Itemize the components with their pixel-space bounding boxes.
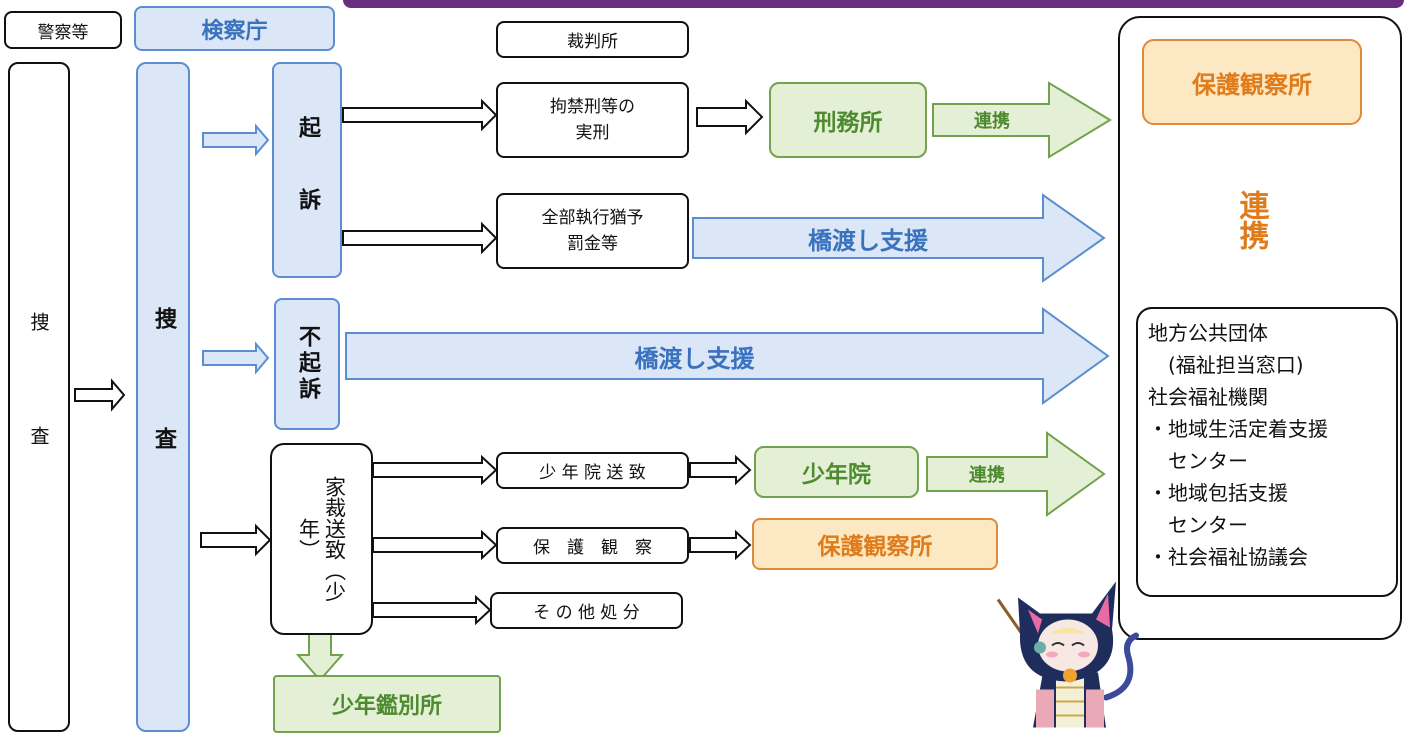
arrow-juv-to-school (689, 454, 752, 486)
arrow-to-nonindict (202, 341, 270, 375)
mascot-illustration (996, 581, 1139, 728)
arrow-indict-to-suspended (342, 221, 498, 255)
prosecutor-investigation: 捜 査 (136, 62, 190, 732)
arrow-police-to-prosecutor (74, 378, 126, 412)
coop-text-prison: 連携 (974, 111, 1010, 132)
coop-text-juvenile: 連携 (969, 465, 1005, 486)
indictment-box: 起 訴 (272, 62, 342, 278)
coop-arrow-juvenile (926, 431, 1106, 517)
juvenile-school-label: 少年院 (802, 462, 871, 488)
prison-label: 刑務所 (813, 110, 883, 136)
indictment-label: 起 訴 (295, 116, 320, 224)
bridging-text-lower: 橋渡し支援 (634, 344, 755, 373)
suspended-box: 全部執行猶予 罰金等 (496, 193, 689, 269)
court-label: 裁判所 (567, 32, 618, 52)
other-disposition-label: そ の 他 処 分 (533, 603, 640, 623)
classification-home-label: 少年鑑別所 (331, 694, 442, 719)
police-investigation-label: 捜 査 (27, 311, 50, 483)
bridging-arrow-lower (345, 307, 1110, 405)
arrow-indict-to-prison-term (342, 98, 498, 132)
arrow-to-family-court (200, 523, 272, 557)
bridging-text-upper: 橋渡し支援 (808, 226, 928, 255)
juvenile-training-label: 少 年 院 送 致 (539, 463, 646, 483)
bridging-arrow-upper (692, 193, 1106, 283)
arrow-fc-to-juvenile (372, 454, 498, 486)
classification-home-box: 少年鑑別所 (273, 675, 501, 733)
police-label: 警察等 (37, 22, 89, 43)
juvenile-training-box: 少 年 院 送 致 (496, 452, 689, 489)
probation-box: 保 護 観 察 (496, 527, 689, 564)
coop-arrow-prison (932, 81, 1112, 159)
imprisonment-label: 拘禁刑等の 実刑 (550, 97, 635, 143)
prosecutor-header: 検察庁 (134, 6, 335, 51)
arrow-fc-to-other (372, 594, 492, 626)
right-probation-office-box: 保護観察所 (1142, 39, 1362, 125)
non-indictment-label: 不起訴 (295, 325, 320, 403)
probation-office-box: 保護観察所 (752, 518, 998, 570)
bridging-label-lower: 橋渡し支援 (346, 333, 1043, 379)
police-header: 警察等 (4, 11, 122, 49)
arrow-prob-to-office (689, 529, 752, 561)
prison-box: 刑務所 (769, 82, 927, 158)
right-coop-label: 連携 (1200, 180, 1301, 260)
bridging-label-upper: 橋渡し支援 (693, 218, 1043, 258)
local-gov-box: 地方公共団体 (福祉担当窓口) 社会福祉機関 ・地域生活定着支援 センター ・地… (1136, 307, 1398, 597)
prosecutor-investigation-label: 捜 査 (151, 307, 176, 487)
local-gov-label: 地方公共団体 (福祉担当窓口) 社会福祉機関 ・地域生活定着支援 センター ・地… (1148, 321, 1328, 569)
family-court-box: 家裁送致（少年） (270, 443, 373, 635)
right-coop-text: 連携 (1233, 190, 1269, 250)
prosecutor-label: 検察庁 (201, 18, 268, 44)
court-header: 裁判所 (496, 21, 689, 58)
probation-label: 保 護 観 察 (533, 538, 652, 558)
other-disposition-box: そ の 他 処 分 (490, 592, 683, 629)
non-indictment-box: 不起訴 (274, 298, 340, 430)
suspended-label: 全部執行猶予 罰金等 (541, 208, 644, 254)
family-court-label: 家裁送致（少年） (296, 476, 347, 602)
coop-label-juvenile: 連携 (927, 457, 1047, 491)
arrow-to-indict (202, 123, 270, 157)
right-probation-office-label: 保護観察所 (1192, 70, 1312, 99)
arrow-prison-term-to-prison (696, 98, 764, 136)
coop-label-prison: 連携 (933, 104, 1051, 136)
arrow-fc-to-probation (372, 529, 498, 561)
juvenile-school-box: 少年院 (754, 446, 919, 498)
imprisonment-box: 拘禁刑等の 実刑 (496, 82, 689, 158)
police-investigation: 捜 査 (8, 62, 70, 732)
header-bar (343, 0, 1404, 8)
probation-office-label: 保護観察所 (817, 534, 933, 560)
